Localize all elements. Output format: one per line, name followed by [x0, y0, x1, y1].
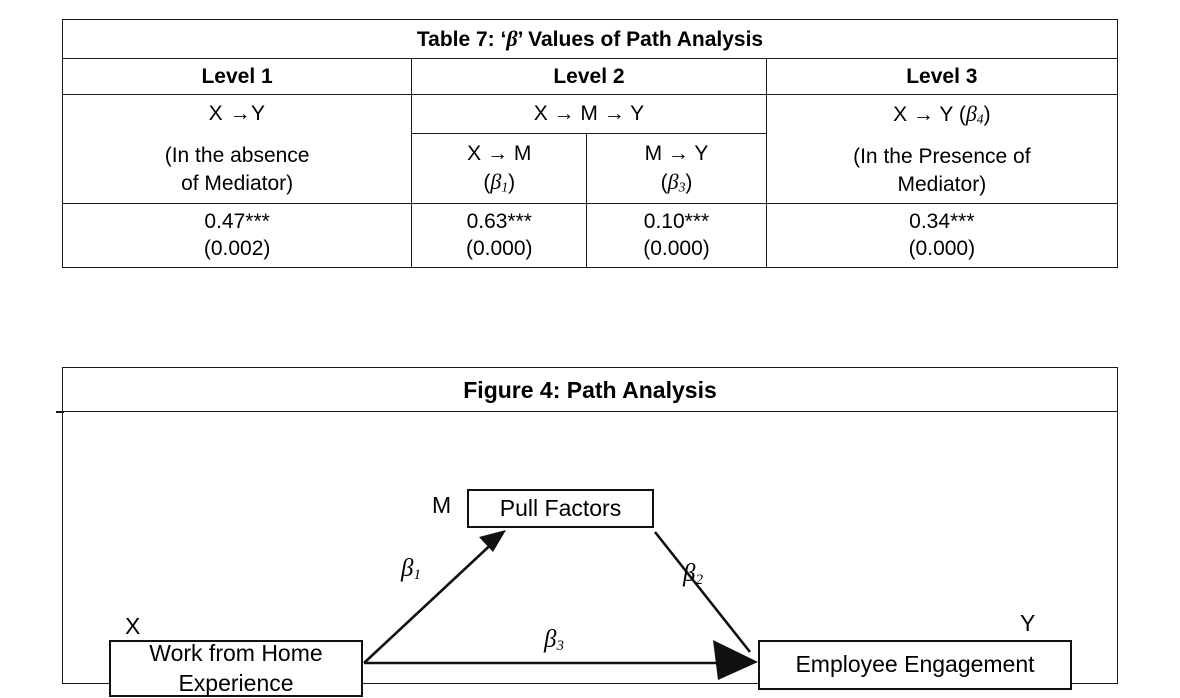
beta-char: β: [667, 169, 679, 195]
path-analysis-figure: Figure 4: Path Analysis M Pull Factors: [56, 367, 1118, 697]
level3-relation-suffix: ): [983, 103, 991, 127]
node-label-line2: Experience: [178, 669, 294, 696]
header-level-2: Level 2: [411, 57, 767, 96]
level3-value: 0.34***: [909, 209, 975, 233]
level3-pvalue: (0.000): [908, 237, 976, 261]
table-title-beta: β: [506, 26, 518, 51]
level2-sub1-relation: X → M: [467, 141, 532, 165]
table-values-row: 0.47*** (0.002) 0.63*** (0.000) 0.10*** …: [61, 202, 1119, 269]
level3-relation-beta: β4: [966, 101, 984, 126]
arrow-x-to-m: [363, 530, 506, 664]
level1-relation: X →Y: [208, 102, 266, 126]
header-level-1: Level 1: [61, 57, 413, 96]
node-box-employee-engagement: Employee Engagement: [758, 640, 1072, 690]
arrow-m-to-y: [653, 531, 752, 653]
beta-char: β: [401, 555, 414, 582]
level3-relation-prefix: X → Y (: [893, 103, 966, 127]
node-letter-y: Y: [1020, 610, 1036, 636]
table-relation-row: X →Y (In the absence of Mediator) X → M …: [61, 94, 1119, 204]
cell-value-level1: 0.47*** (0.002): [61, 202, 413, 269]
cell-level3-description: X → Y (β4) (In the Presence of Mediator): [765, 94, 1119, 204]
level3-note-line1: (In the Presence of: [853, 145, 1031, 169]
path-analysis-table: Table 7: ‘β’ Values of Path Analysis Lev…: [61, 19, 1119, 269]
level2-sub2-value: 0.10***: [643, 209, 710, 233]
level1-note-line2: of Mediator): [181, 171, 294, 195]
level2-sub2-relation: M → Y: [644, 141, 709, 165]
cell-level2-x-to-m: X → M (β1): [411, 132, 588, 204]
path-diagram-svg: [363, 530, 758, 680]
level1-pvalue: (0.002): [203, 237, 271, 261]
beta-char: β: [544, 626, 557, 653]
node-label-line1: Work from Home: [149, 640, 323, 667]
table-title-suffix: ’ Values of Path Analysis: [517, 28, 764, 51]
path-label-beta-1: β1: [401, 555, 421, 584]
table-7: Table 7: ‘β’ Values of Path Analysis Lev…: [61, 19, 1119, 269]
level2-sub2-pvalue: (0.000): [643, 237, 710, 261]
table-title: Table 7: ‘β’ Values of Path Analysis: [62, 19, 1118, 59]
table-subrelation-row: X → M (β1) M → Y (β3): [63, 132, 1118, 204]
cell-level2-m-to-y: M → Y (β3): [586, 132, 767, 204]
figure-title-divider-tick: [56, 411, 64, 413]
cell-value-level2-b3: 0.10*** (0.000): [586, 202, 767, 269]
level2-sub1-beta-glyph: β1: [490, 169, 508, 194]
cell-value-level2-b1: 0.63*** (0.000): [411, 202, 588, 269]
table-header-row: Level 1 Level 2 Level 3: [61, 57, 1119, 96]
arrowhead-into-y: [713, 640, 758, 680]
table-title-prefix: Table 7: ‘: [416, 28, 507, 51]
node-label-employee-engagement: Employee Engagement: [795, 651, 1035, 678]
path-label-beta-2: β2: [683, 560, 703, 589]
beta-char: β: [683, 560, 696, 587]
level2-relation: X → M → Y: [411, 94, 767, 134]
level1-note-line1: (In the absence: [164, 144, 310, 168]
level3-beta-subscript: 4: [976, 111, 984, 127]
path-label-beta-3: β3: [544, 626, 564, 655]
level2-sub2-beta-glyph: β3: [668, 169, 686, 194]
level2-sub1-beta: (β1): [483, 169, 516, 195]
cell-level1-description: X →Y (In the absence of Mediator): [61, 94, 413, 204]
level3-note-line2: Mediator): [897, 172, 987, 196]
node-letter-m: M: [432, 492, 452, 518]
level3-relation: X → Y (β4): [773, 99, 1111, 129]
level3-beta-glyph: β: [965, 101, 977, 127]
level2-sub2-beta: (β3): [660, 169, 693, 195]
level2-sub1-value: 0.63***: [466, 209, 532, 233]
level2-sub1-pvalue: (0.000): [465, 237, 533, 261]
beta-subscript: 2: [695, 572, 703, 588]
beta-subscript: 3: [678, 179, 686, 195]
header-level-3: Level 3: [765, 57, 1119, 96]
beta-char: β: [490, 169, 502, 195]
node-letter-x: X: [125, 613, 141, 639]
cell-value-level3: 0.34*** (0.000): [765, 202, 1119, 269]
beta-subscript: 3: [556, 638, 564, 654]
node-box-pull-factors: Pull Factors: [467, 489, 654, 528]
beta-subscript: 1: [501, 179, 509, 195]
level1-value: 0.47***: [204, 209, 270, 233]
node-label-pull-factors: Pull Factors: [499, 494, 622, 521]
beta-subscript: 1: [413, 567, 421, 583]
table-title-row: Table 7: ‘β’ Values of Path Analysis: [62, 19, 1118, 59]
figure-title: Figure 4: Path Analysis: [63, 368, 1117, 412]
